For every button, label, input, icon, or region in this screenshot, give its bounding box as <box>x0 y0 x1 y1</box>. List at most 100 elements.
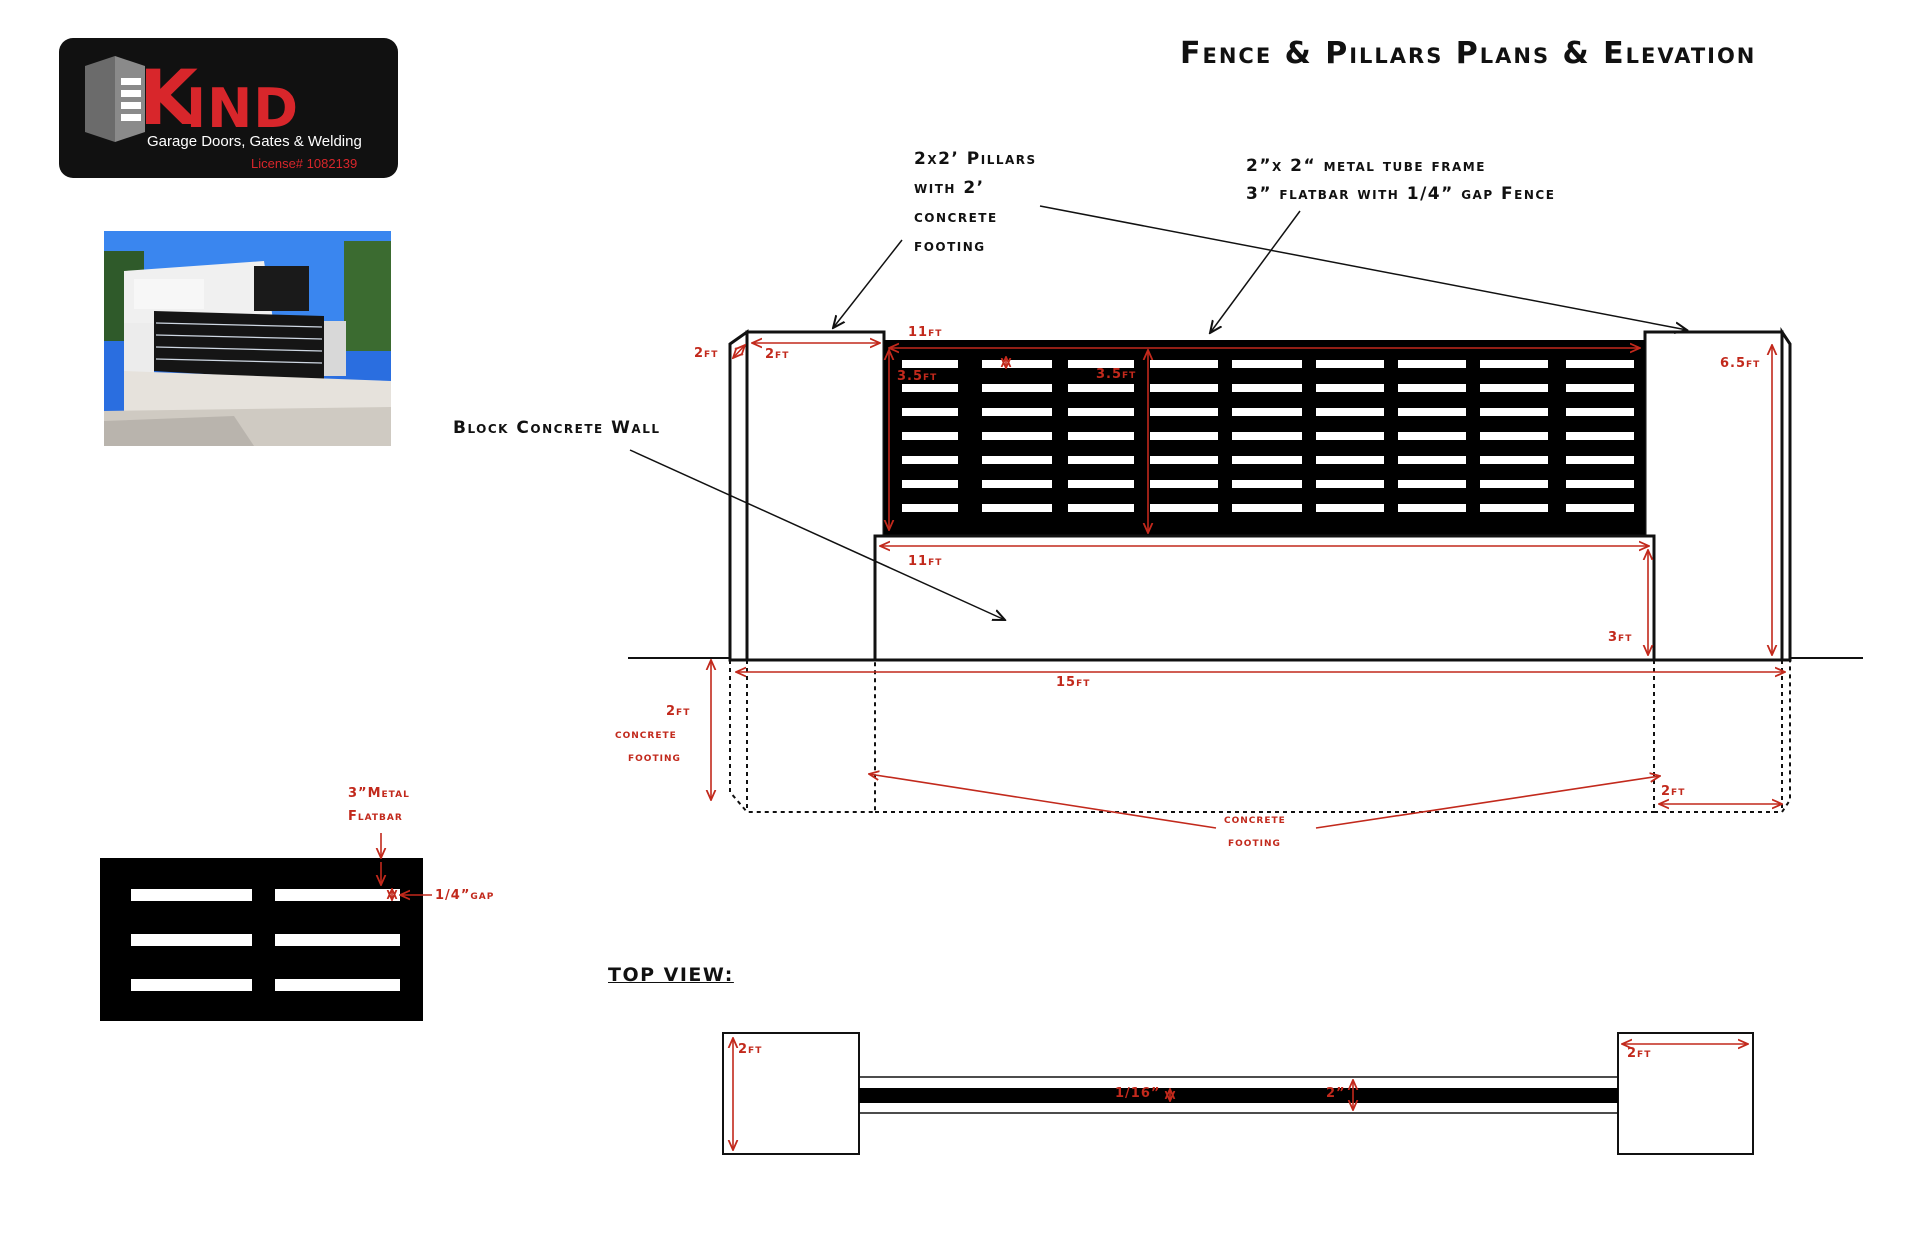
dim-wall-width: 11ft <box>908 554 943 569</box>
fence-slat <box>1316 480 1384 488</box>
dim-fence-height: 3.5ft <box>1096 367 1137 382</box>
dim-overall-width: 15ft <box>1056 675 1091 690</box>
detail-gap-label: 1/4”gap <box>435 888 495 903</box>
dim-top-left-pillar: 2ft <box>738 1042 763 1057</box>
fence-slat <box>1398 480 1466 488</box>
fence-slat <box>1398 504 1466 512</box>
fence-slat <box>1068 456 1134 464</box>
fence-slat <box>1150 456 1218 464</box>
fence-slat <box>1232 432 1302 440</box>
fence-slat <box>1150 384 1218 392</box>
fence-slat <box>982 384 1052 392</box>
top-view-title: TOP VIEW: <box>608 964 734 986</box>
fence-reference-photo <box>104 231 391 446</box>
fence-slat <box>1316 432 1384 440</box>
dim-pillar-depth: 2ft <box>694 346 719 361</box>
block-wall-label: Block Concrete Wall <box>453 418 661 438</box>
fence-slat <box>1068 360 1134 368</box>
fence-slat <box>902 408 958 416</box>
fence-slat <box>902 432 958 440</box>
fence-slat <box>1150 432 1218 440</box>
fence-slat <box>1232 360 1302 368</box>
fence-slat <box>982 408 1052 416</box>
fence-slat <box>1316 456 1384 464</box>
fence-slat <box>1480 360 1548 368</box>
dim-fence-width: 11ft <box>908 325 943 340</box>
fence-slat <box>1068 432 1134 440</box>
block-concrete-wall <box>873 534 1656 662</box>
fence-slat <box>1150 480 1218 488</box>
concrete-footings <box>729 659 1791 813</box>
fence-slat <box>1150 504 1218 512</box>
fence-slat <box>1480 456 1548 464</box>
frame-label-line2: 3” flatbar with 1/4” gap Fence <box>1246 184 1556 204</box>
pillars-label-line1: 2x2’ Pillars <box>914 149 1037 169</box>
fence-slat <box>1566 456 1634 464</box>
fence-slat <box>1566 432 1634 440</box>
dim-footing-depth-2: concrete <box>615 727 677 742</box>
fence-slat <box>1480 384 1548 392</box>
fence-slats <box>902 360 1634 512</box>
logo-tagline: Garage Doors, Gates & Welding <box>147 133 362 150</box>
fence-slat <box>1316 504 1384 512</box>
page-title: Fence & Pillars Plans & Elevation <box>1180 36 1757 71</box>
fence-slat <box>1398 456 1466 464</box>
fence-slat <box>982 432 1052 440</box>
fence-slat <box>1232 408 1302 416</box>
company-logo: K IND Garage Doors, Gates & Welding Lice… <box>59 38 398 178</box>
fence-slat <box>1480 480 1548 488</box>
fence-slat <box>1398 360 1466 368</box>
fence-slat <box>1480 408 1548 416</box>
pillars-label-line4: footing <box>914 236 986 256</box>
fence-slat <box>1398 432 1466 440</box>
fence-slat <box>1316 408 1384 416</box>
left-pillar <box>728 329 886 662</box>
fence-slat <box>1316 360 1384 368</box>
fence-slat <box>902 480 958 488</box>
fence-slat <box>1398 408 1466 416</box>
dim-slat-height: 3.5ft <box>897 369 938 384</box>
fence-slat <box>902 384 958 392</box>
fence-slat <box>1068 504 1134 512</box>
fence-slat <box>982 504 1052 512</box>
flatbar-detail-slats <box>131 889 400 991</box>
fence-slat <box>1566 504 1634 512</box>
fence-slat <box>1566 480 1634 488</box>
fence-slat <box>1068 480 1134 488</box>
dim-footing-right: 2ft <box>1661 784 1686 799</box>
fence-slat <box>982 360 1052 368</box>
dim-top-gap: 1/16” <box>1115 1086 1161 1101</box>
fence-slat <box>1150 360 1218 368</box>
pillars-label-line3: concrete <box>914 207 998 227</box>
garage-door-icon <box>85 56 145 142</box>
fence-slat <box>902 504 958 512</box>
fence-slat <box>982 456 1052 464</box>
detail-flatbar-line2: Flatbar <box>348 809 403 824</box>
fence-slat <box>1150 408 1218 416</box>
top-view-drawing <box>722 1032 1754 1155</box>
footing-label-2: footing <box>1228 835 1281 850</box>
fence-slat <box>1068 408 1134 416</box>
fence-slat <box>1232 480 1302 488</box>
fence-slat <box>1566 408 1634 416</box>
pillars-label-line2: with 2’ <box>914 178 985 198</box>
dim-pillar-width: 2ft <box>765 347 790 362</box>
logo-name: IND <box>186 77 300 140</box>
fence-slat <box>1566 384 1634 392</box>
fence-slat <box>1316 384 1384 392</box>
fence-slat <box>1398 384 1466 392</box>
fence-slat <box>1480 504 1548 512</box>
fence-slat <box>982 480 1052 488</box>
dim-wall-height: 3ft <box>1608 630 1633 645</box>
fence-slat <box>902 360 958 368</box>
logo-initial: K <box>139 53 198 142</box>
dim-footing-depth-3: footing <box>628 750 681 765</box>
fence-slat <box>1566 360 1634 368</box>
fence-slat <box>1232 384 1302 392</box>
fence-slat <box>1232 504 1302 512</box>
right-pillar <box>1643 327 1792 662</box>
dim-footing-depth-1: 2ft <box>666 704 691 719</box>
logo-license: License# 1082139 <box>251 156 358 171</box>
detail-flatbar-line1: 3”Metal <box>348 786 410 801</box>
fence-slat <box>1068 384 1134 392</box>
